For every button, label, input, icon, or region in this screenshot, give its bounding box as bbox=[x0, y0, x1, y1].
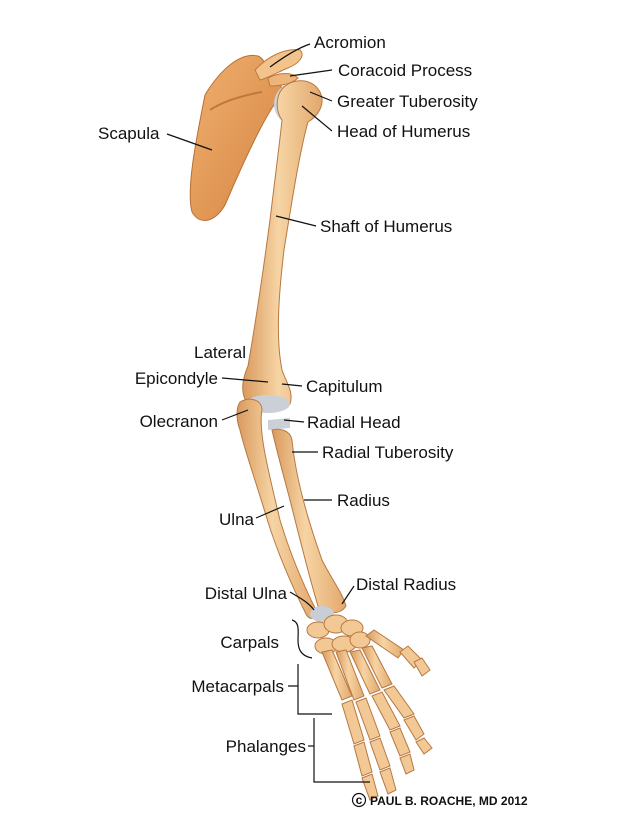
label-metacarpals: Metacarpals bbox=[191, 677, 284, 696]
label-lateral: Lateral bbox=[194, 343, 246, 362]
carpal-bones bbox=[306, 606, 371, 655]
coracoid-bone bbox=[267, 73, 299, 87]
phalanx-bones bbox=[341, 645, 433, 801]
leader-lines bbox=[166, 43, 370, 783]
scapula-bone bbox=[189, 54, 282, 221]
copyright-symbol: c bbox=[356, 793, 363, 807]
label-olecranon: Olecranon bbox=[140, 412, 218, 431]
copyright-icon bbox=[351, 792, 367, 808]
label-carpals: Carpals bbox=[220, 633, 279, 652]
radius-bone bbox=[271, 428, 347, 614]
label-head-of-humerus: Head of Humerus bbox=[337, 122, 470, 141]
metacarpal-bones bbox=[321, 629, 405, 701]
label-ulna: Ulna bbox=[219, 510, 255, 529]
label-capitulum: Capitulum bbox=[306, 377, 383, 396]
label-radial-head: Radial Head bbox=[307, 413, 401, 432]
label-radial-tuberosity: Radial Tuberosity bbox=[322, 443, 454, 462]
label-scapula: Scapula bbox=[98, 124, 160, 143]
label-acromion: Acromion bbox=[314, 33, 386, 52]
label-epicondyle: Epicondyle bbox=[135, 369, 218, 388]
label-radius: Radius bbox=[337, 491, 390, 510]
label-shaft-of-humerus: Shaft of Humerus bbox=[320, 217, 452, 236]
copyright-credit: c PAUL B. ROACHE, MD 2012 bbox=[351, 792, 528, 808]
acromion-bone bbox=[254, 49, 303, 81]
label-greater-tuberosity: Greater Tuberosity bbox=[337, 92, 478, 111]
label-distal-radius: Distal Radius bbox=[356, 575, 456, 594]
label-distal-ulna: Distal Ulna bbox=[205, 584, 288, 603]
label-coracoid-process: Coracoid Process bbox=[338, 61, 472, 80]
radial-head-cartilage bbox=[268, 418, 290, 430]
credit-text: PAUL B. ROACHE, MD 2012 bbox=[370, 794, 528, 808]
label-phalanges: Phalanges bbox=[226, 737, 306, 756]
